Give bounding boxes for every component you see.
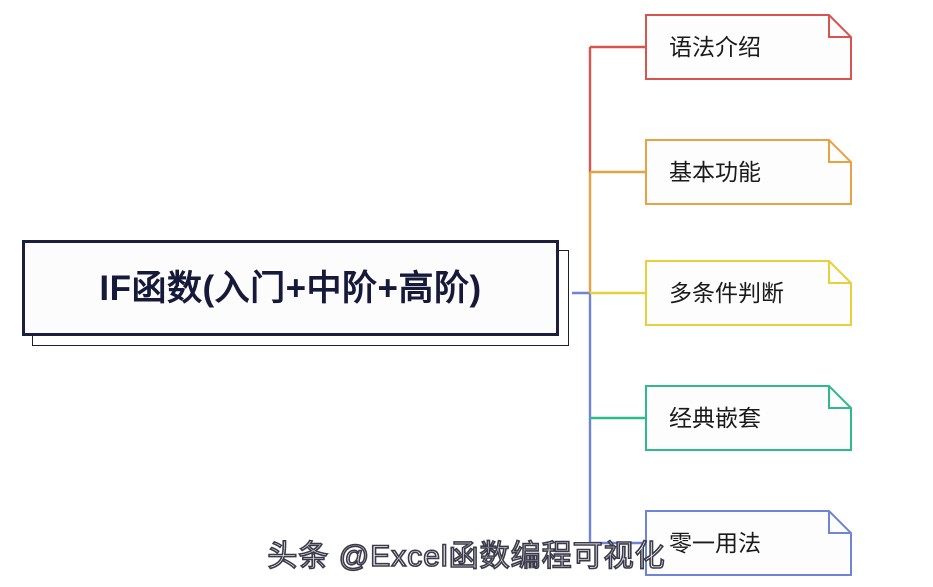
branch-node-1[interactable]: 语法介绍 (645, 14, 852, 80)
branch-node-5[interactable]: 零一用法 (645, 510, 852, 576)
branch-node-5-shape (645, 510, 852, 576)
branch-node-1-shape (645, 14, 852, 80)
branch-node-5-label: 零一用法 (669, 529, 761, 556)
branch-node-2[interactable]: 基本功能 (645, 139, 852, 205)
branch-node-3-label: 多条件判断 (669, 279, 784, 306)
branch-node-1-label: 语法介绍 (669, 33, 761, 60)
watermark-text: 头条 @Excel函数编程可视化 (267, 539, 666, 574)
root-node-frame: IF函数(入门+中阶+高阶) (22, 240, 559, 336)
branch-node-4[interactable]: 经典嵌套 (645, 385, 852, 451)
root-node-label: IF函数(入门+中阶+高阶) (99, 268, 482, 308)
branch-node-3[interactable]: 多条件判断 (645, 260, 852, 326)
branch-node-2-label: 基本功能 (669, 158, 761, 185)
branch-node-3-shape (645, 260, 852, 326)
branch-node-4-shape (645, 385, 852, 451)
root-node[interactable]: IF函数(入门+中阶+高阶) (22, 240, 569, 346)
branch-node-2-shape (645, 139, 852, 205)
branch-node-4-label: 经典嵌套 (669, 404, 761, 431)
